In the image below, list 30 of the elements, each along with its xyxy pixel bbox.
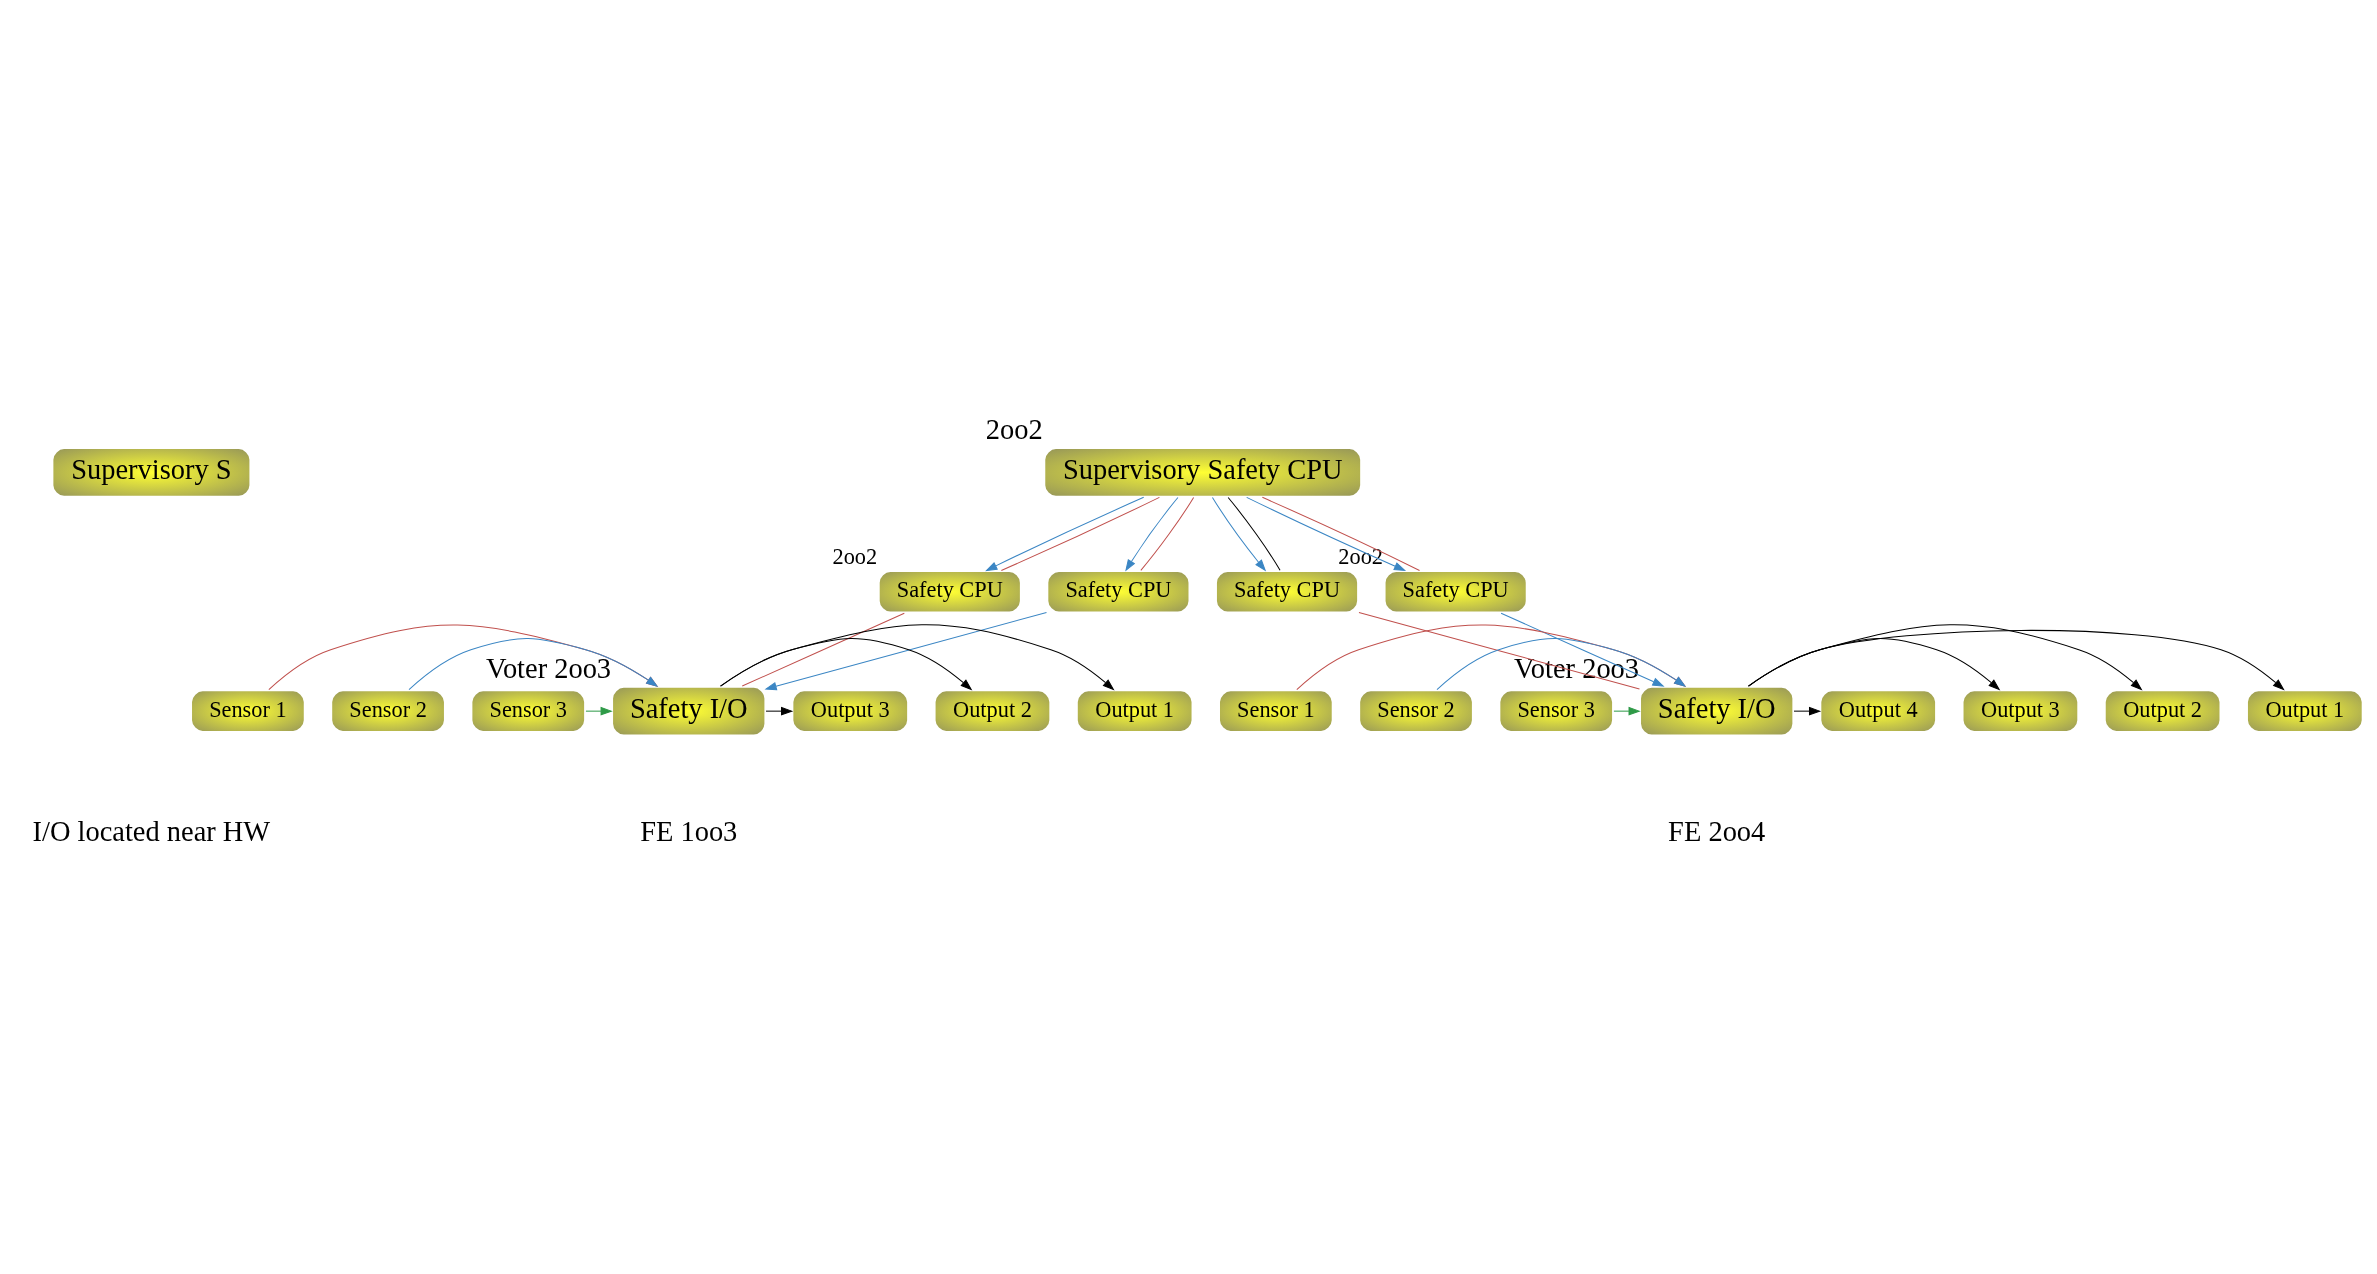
arrow bbox=[985, 496, 1145, 571]
connector bbox=[741, 612, 905, 687]
label: I/O located near HW bbox=[32, 815, 271, 847]
arrow bbox=[1748, 629, 2285, 691]
arrow bbox=[720, 623, 1115, 691]
connector bbox=[1358, 611, 1640, 690]
label: FE 2oo4 bbox=[1668, 815, 1766, 847]
node-box: Safety I/O bbox=[610, 684, 768, 738]
arrow bbox=[1211, 496, 1267, 571]
arrow bbox=[1500, 612, 1665, 687]
arrow bbox=[1748, 637, 2001, 691]
arrow bbox=[1125, 496, 1179, 572]
arrow bbox=[1748, 623, 2143, 691]
arrow bbox=[1793, 706, 1822, 715]
connector bbox=[1261, 496, 1421, 571]
arrow bbox=[1613, 706, 1641, 715]
arrow bbox=[720, 637, 973, 691]
arrow bbox=[585, 706, 613, 715]
node-label: 2oo2 bbox=[985, 413, 1043, 445]
node-label: Voter 2oo3 bbox=[486, 652, 612, 684]
connector bbox=[1140, 496, 1195, 571]
arrow bbox=[765, 706, 794, 715]
arrow bbox=[1246, 496, 1407, 571]
connector bbox=[1000, 496, 1160, 571]
arrow bbox=[1436, 637, 1687, 690]
label: FE 1oo3 bbox=[640, 815, 738, 847]
connector bbox=[1227, 496, 1281, 571]
arrow bbox=[408, 637, 659, 690]
node-label: 2oo2 bbox=[832, 543, 878, 569]
arrow bbox=[764, 611, 1047, 690]
